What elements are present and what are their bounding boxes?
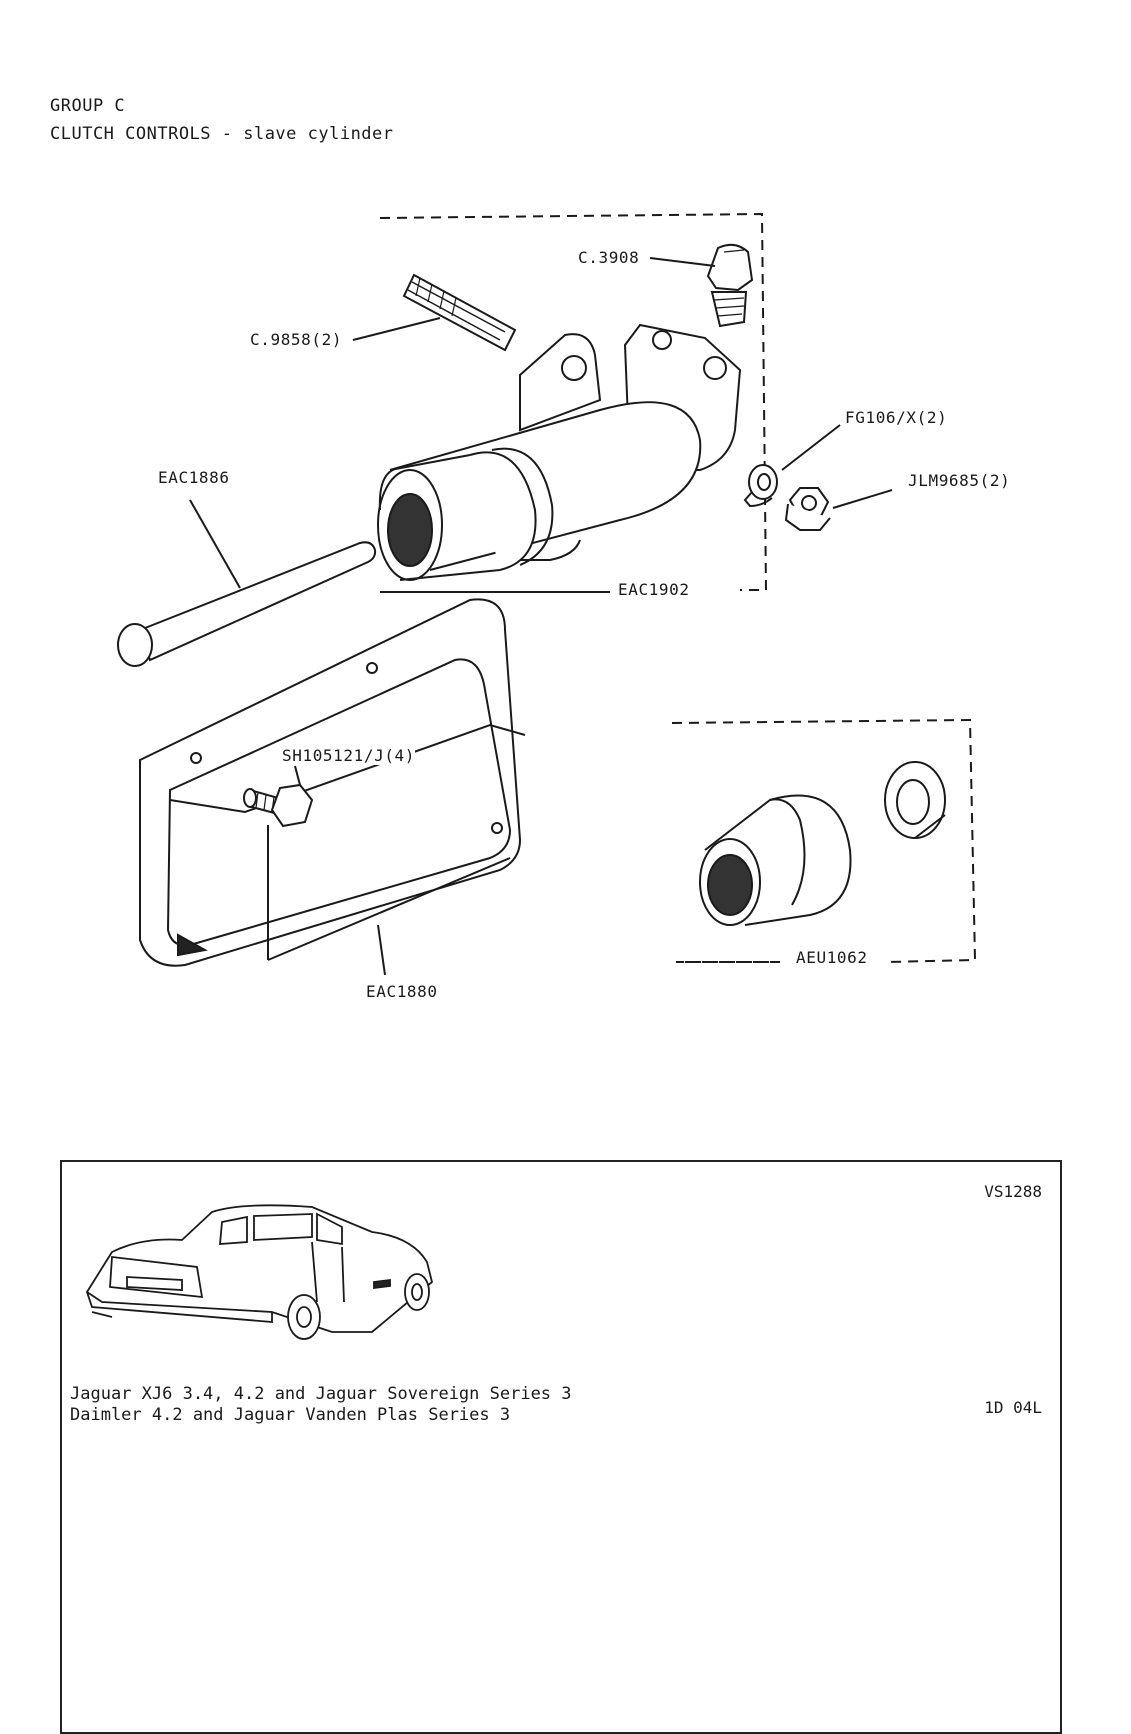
page-title: CLUTCH CONTROLS - slave cylinder — [50, 124, 394, 144]
model-line-1: Jaguar XJ6 3.4, 4.2 and Jaguar Sovereign… — [70, 1384, 572, 1404]
model-line-2: Daimler 4.2 and Jaguar Vanden Plas Serie… — [70, 1405, 511, 1425]
nut-jlm9685 — [784, 487, 831, 531]
label-c9858: C.9858(2) — [250, 330, 343, 349]
label-c3908: C.3908 — [578, 248, 640, 267]
seal-kit-aeu1062 — [699, 761, 946, 926]
kit-box-eac1902 — [379, 212, 768, 593]
label-jlm9685: JLM9685(2) — [908, 471, 1011, 490]
label-sh105121: SH105121/J(4) — [282, 746, 416, 765]
pin-eac1886 — [117, 541, 377, 667]
slave-cylinder-eac1902 — [377, 323, 742, 581]
group-heading: GROUP C — [50, 96, 126, 116]
label-aeu1062: AEU1062 — [796, 948, 868, 967]
label-eac1902: EAC1902 — [618, 580, 690, 599]
label-eac1880: EAC1880 — [366, 982, 438, 1001]
washer-fg106 — [743, 464, 778, 508]
page-code: 1D 04L — [984, 1398, 1042, 1417]
bleed-nipple-c3908 — [706, 243, 754, 328]
stud-c9858 — [402, 273, 517, 352]
label-eac1886: EAC1886 — [158, 468, 230, 487]
reference-code: VS1288 — [984, 1182, 1042, 1201]
label-fg106: FG106/X(2) — [845, 408, 948, 427]
parts-diagram — [117, 212, 977, 976]
kit-box-aeu1062 — [671, 718, 977, 963]
vehicle-info-box: VS1288 Jaguar XJ6 3.4, 4.2 and Jaguar So… — [60, 1160, 1062, 1734]
cover-eac1880 — [139, 598, 526, 967]
car-illustration — [85, 1204, 434, 1340]
